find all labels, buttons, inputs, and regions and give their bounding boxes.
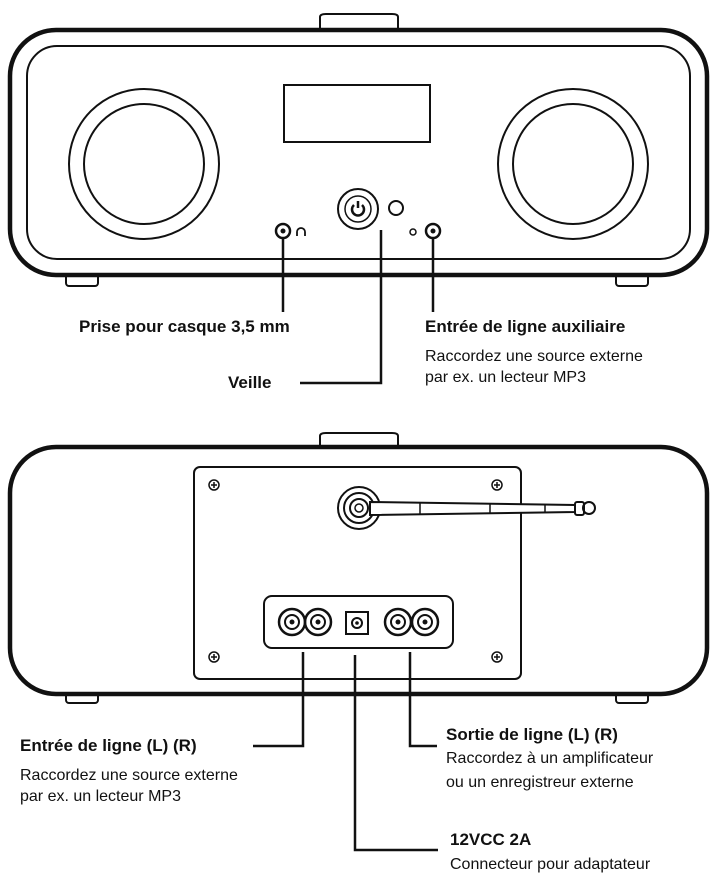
headphone-jack <box>274 222 292 240</box>
power-icon <box>350 201 366 217</box>
antenna <box>337 486 596 530</box>
top-knob <box>319 13 399 30</box>
line-in-desc-2: par ex. un lecteur MP3 <box>20 788 181 805</box>
line-in-label: Entrée de ligne (L) (R) <box>20 736 197 755</box>
line-in-jacks <box>277 607 333 637</box>
standby-label: Veille <box>228 373 272 392</box>
back-body <box>7 444 710 697</box>
front-panel <box>26 45 691 260</box>
headphone-jack-label: Prise pour casque 3,5 mm <box>79 317 290 336</box>
dc-power-jack <box>345 611 369 635</box>
line-out-desc-2: ou un enregistreur externe <box>446 774 634 791</box>
standby-button-inner <box>344 195 372 223</box>
aux-input-desc-1: Raccordez une source externe <box>425 348 643 365</box>
ir-sensor <box>388 200 404 216</box>
back-plate <box>193 466 522 680</box>
power-desc-1: Connecteur pour adaptateur <box>450 856 651 873</box>
back-view <box>7 432 710 852</box>
aux-input-label: Entrée de ligne auxiliaire <box>425 317 626 336</box>
front-speaker-left <box>68 88 220 240</box>
line-out-label: Sortie de ligne (L) (R) <box>446 725 618 744</box>
line-in-desc-1: Raccordez une source externe <box>20 767 238 784</box>
back-top-knob <box>319 432 399 447</box>
power-label: 12VCC 2A <box>450 830 532 849</box>
aux-icon <box>409 228 417 236</box>
line-out-jacks <box>383 607 440 637</box>
aux-jack <box>424 222 442 240</box>
front-display <box>283 84 431 143</box>
connector-panel <box>263 595 454 649</box>
line-out-desc-1: Raccordez à un amplificateur <box>446 750 654 767</box>
aux-input-desc-2: par ex. un lecteur MP3 <box>425 369 586 386</box>
front-speaker-right-cone <box>512 103 634 225</box>
screw-icon <box>208 479 503 663</box>
front-speaker-left-cone <box>83 103 205 225</box>
front-speaker-right <box>497 88 649 240</box>
front-body <box>7 27 710 278</box>
standby-button <box>337 188 379 230</box>
headphone-icon <box>296 227 306 236</box>
front-view <box>7 13 710 385</box>
